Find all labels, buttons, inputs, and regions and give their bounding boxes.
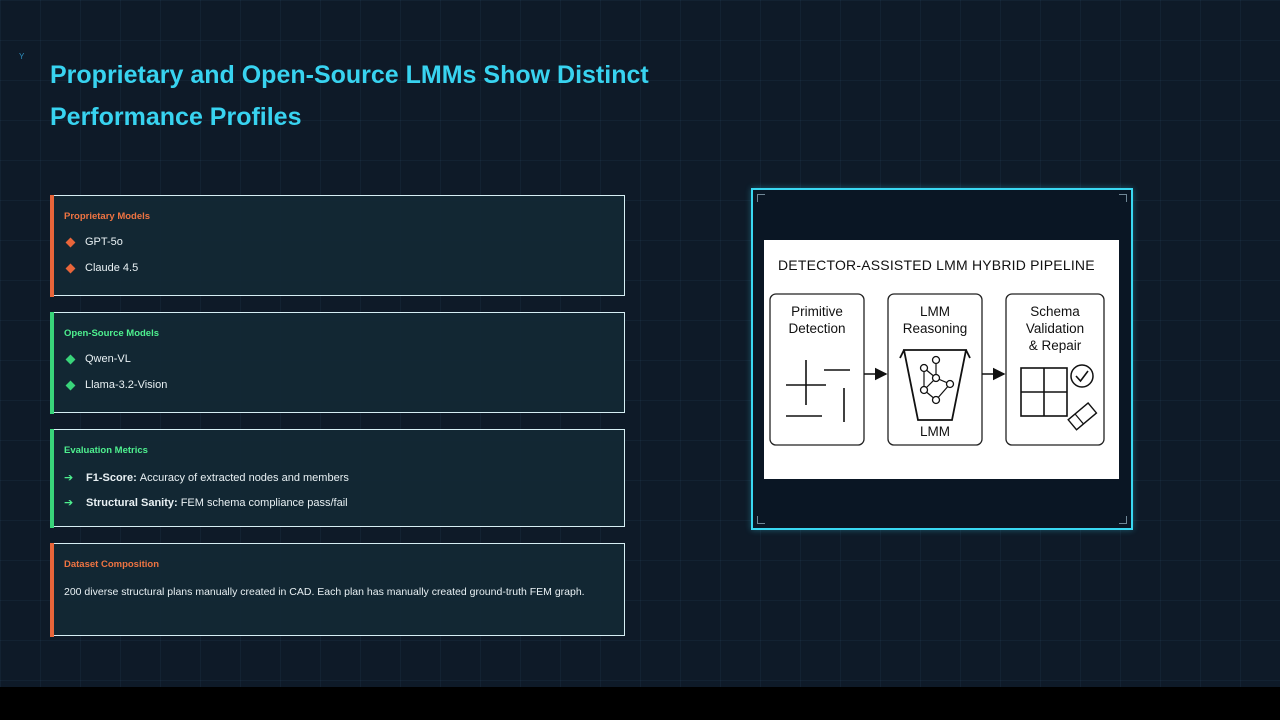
frame-corner — [757, 516, 765, 524]
list-item: Llama-3.2-Vision — [64, 379, 167, 391]
stage-label: Validation — [1026, 321, 1084, 336]
card-title: Proprietary Models — [64, 211, 151, 222]
metric-text: Accuracy of extracted nodes and members — [139, 471, 349, 484]
card-accent — [49, 311, 54, 414]
metric-text: FEM schema compliance pass/fail — [180, 496, 348, 509]
stage-schema-validation: Schema Validation & Repair — [1005, 293, 1105, 446]
list-item-label: Llama-3.2-Vision — [85, 379, 168, 391]
diamond-bullet-icon — [65, 354, 76, 364]
list-item-label: GPT-5o — [85, 236, 123, 248]
list-item: Qwen-VL — [64, 353, 131, 365]
arrow-right-icon: ➔ — [64, 472, 74, 484]
card-title: Open-Source Models — [64, 328, 160, 339]
card-description: 200 diverse structural plans manually cr… — [64, 586, 585, 598]
card-open-source-models: Open-Source Models Qwen-VL Llama-3.2-Vis… — [49, 311, 625, 414]
list-item: GPT-5o — [64, 236, 123, 248]
neural-network-icon — [899, 349, 971, 421]
card-accent — [49, 542, 54, 637]
card-accent — [49, 194, 54, 297]
pipeline-diagram: DETECTOR-ASSISTED LMM HYBRID PIPELINE Pr… — [769, 257, 1105, 446]
stage-label: Schema — [1030, 304, 1080, 319]
stage-lmm-reasoning: LMM Reasoning — [887, 293, 983, 446]
stage-footer-label: LMM — [920, 424, 950, 439]
list-item: ➔ F1-Score: Accuracy of extracted nodes … — [64, 471, 349, 485]
slide: Y Proprietary and Open-Source LMMs Show … — [0, 0, 1280, 687]
list-item-label: Qwen-VL — [85, 353, 131, 365]
check-circle-icon — [1070, 364, 1094, 388]
diamond-bullet-icon — [65, 237, 76, 247]
stage-label: LMM — [920, 304, 950, 319]
bottom-bar — [0, 687, 1280, 720]
list-item: Claude 4.5 — [64, 262, 138, 274]
frame-corner — [1119, 194, 1127, 202]
stage-label: Detection — [788, 321, 845, 336]
eraser-icon — [1067, 402, 1098, 431]
diamond-bullet-icon — [65, 380, 76, 390]
metric-label: Structural Sanity: — [86, 496, 178, 509]
card-evaluation-metrics: Evaluation Metrics ➔ F1-Score: Accuracy … — [49, 428, 625, 528]
schema-grid-icon — [1020, 367, 1068, 417]
card-title: Dataset Composition — [64, 559, 160, 570]
frame-corner — [1119, 516, 1127, 524]
corner-mark: Y — [19, 52, 25, 61]
metric-label: F1-Score: — [86, 471, 137, 484]
figure-heading: DETECTOR-ASSISTED LMM HYBRID PIPELINE — [778, 257, 1095, 273]
arrow-right-icon: ➔ — [64, 497, 74, 509]
card-accent — [49, 428, 54, 528]
pipeline-figure: DETECTOR-ASSISTED LMM HYBRID PIPELINE Pr… — [764, 240, 1119, 479]
stage-label: & Repair — [1029, 338, 1082, 353]
frame-corner — [757, 194, 765, 202]
card-dataset-composition: Dataset Composition 200 diverse structur… — [49, 542, 625, 637]
primitives-icon — [786, 360, 850, 422]
list-item-label: Claude 4.5 — [85, 262, 139, 274]
page-title: Proprietary and Open-Source LMMs Show Di… — [50, 61, 649, 131]
card-proprietary-models: Proprietary Models GPT-5o Claude 4.5 — [49, 194, 625, 297]
diamond-bullet-icon — [65, 263, 76, 273]
card-title: Evaluation Metrics — [64, 445, 148, 456]
stage-primitive-detection: Primitive Detection — [769, 293, 865, 446]
list-item: ➔ Structural Sanity: FEM schema complian… — [64, 496, 348, 510]
stage-label: Reasoning — [903, 321, 968, 336]
stage-label: Primitive — [791, 304, 843, 319]
